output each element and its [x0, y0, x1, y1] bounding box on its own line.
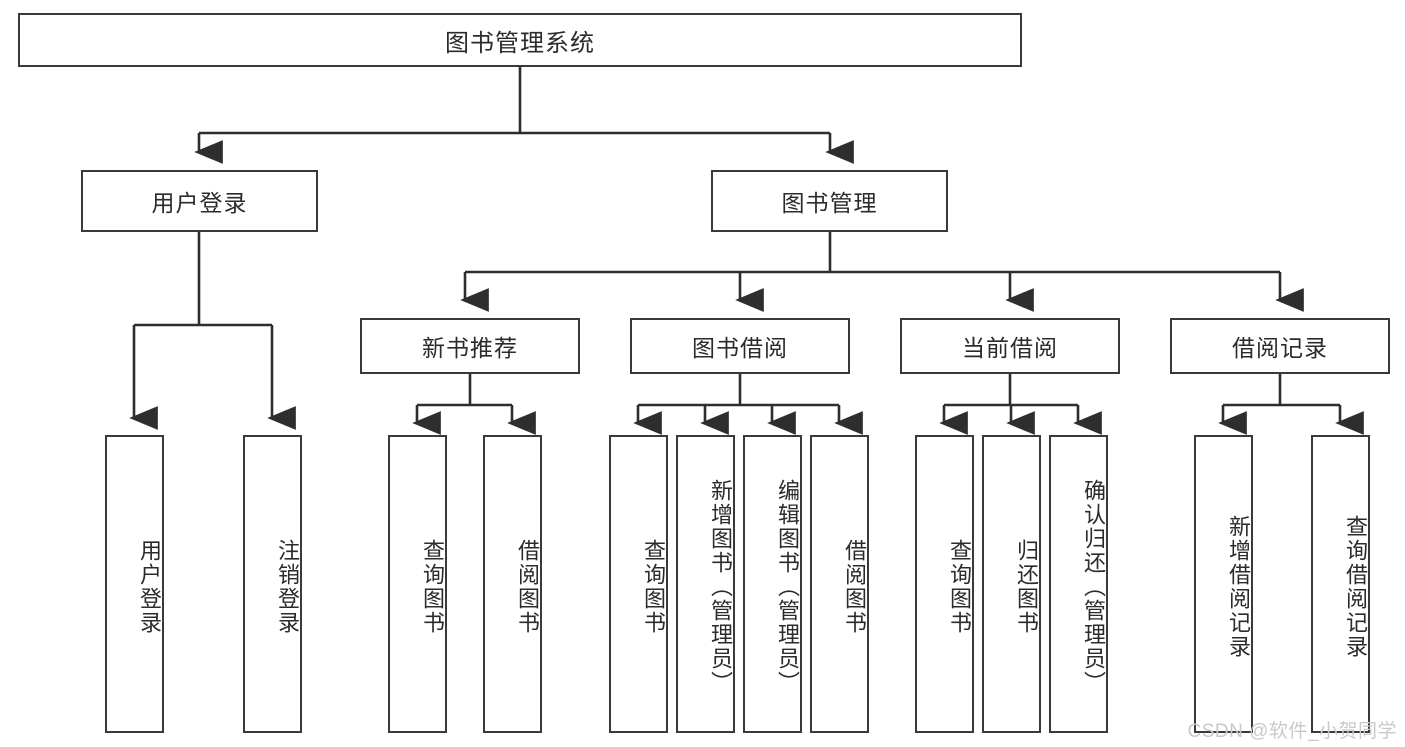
leaf-edit-book-admin[interactable]: 编辑图书（管理员） [743, 435, 802, 733]
node-label: 新增借阅记录 [1226, 515, 1251, 659]
node-label: 查询借阅记录 [1343, 515, 1368, 659]
node-label: 用户登录 [151, 190, 248, 216]
leaf-confirm-return-admin[interactable]: 确认归还（管理员） [1049, 435, 1108, 733]
leaf-user-logout[interactable]: 注销登录 [243, 435, 302, 733]
node-label: 图书借阅 [692, 335, 788, 361]
node-label: 图书管理 [781, 190, 878, 216]
leaf-add-book-admin[interactable]: 新增图书（管理员） [676, 435, 735, 733]
leaf-return-book[interactable]: 归还图书 [982, 435, 1041, 733]
leaf-add-borrow-record[interactable]: 新增借阅记录 [1194, 435, 1253, 733]
node-label: 注销登录 [275, 539, 300, 635]
leaf-query-book-borrow[interactable]: 查询图书 [609, 435, 668, 733]
node-label: 查询图书 [947, 539, 972, 635]
leaf-query-book-recommend[interactable]: 查询图书 [388, 435, 447, 733]
node-borrow-record[interactable]: 借阅记录 [1170, 318, 1390, 374]
leaf-query-book-current[interactable]: 查询图书 [915, 435, 974, 733]
node-label: 借阅图书 [842, 539, 867, 635]
leaf-query-borrow-record[interactable]: 查询借阅记录 [1311, 435, 1370, 733]
node-label: 新书推荐 [422, 335, 518, 361]
node-book-borrow[interactable]: 图书借阅 [630, 318, 850, 374]
node-label: 用户登录 [137, 539, 162, 635]
node-root-system[interactable]: 图书管理系统 [18, 13, 1022, 67]
node-label: 查询图书 [420, 539, 445, 635]
node-label: 查询图书 [641, 539, 666, 635]
leaf-borrow-book-borrow[interactable]: 借阅图书 [810, 435, 869, 733]
node-label: 确认归还（管理员） [1081, 479, 1106, 695]
leaf-borrow-book-recommend[interactable]: 借阅图书 [483, 435, 542, 733]
node-label: 借阅记录 [1232, 335, 1328, 361]
node-label: 新增图书（管理员） [708, 479, 733, 695]
node-label: 图书管理系统 [445, 29, 595, 57]
node-book-manage[interactable]: 图书管理 [711, 170, 948, 232]
node-label: 当前借阅 [962, 335, 1058, 361]
node-current-borrow[interactable]: 当前借阅 [900, 318, 1120, 374]
node-new-book-recommend[interactable]: 新书推荐 [360, 318, 580, 374]
node-label: 归还图书 [1014, 539, 1039, 635]
watermark-text: CSDN @软件_小贺同学 [1187, 721, 1397, 742]
node-user-login[interactable]: 用户登录 [81, 170, 318, 232]
leaf-user-login[interactable]: 用户登录 [105, 435, 164, 733]
node-label: 借阅图书 [515, 539, 540, 635]
node-label: 编辑图书（管理员） [775, 479, 800, 695]
